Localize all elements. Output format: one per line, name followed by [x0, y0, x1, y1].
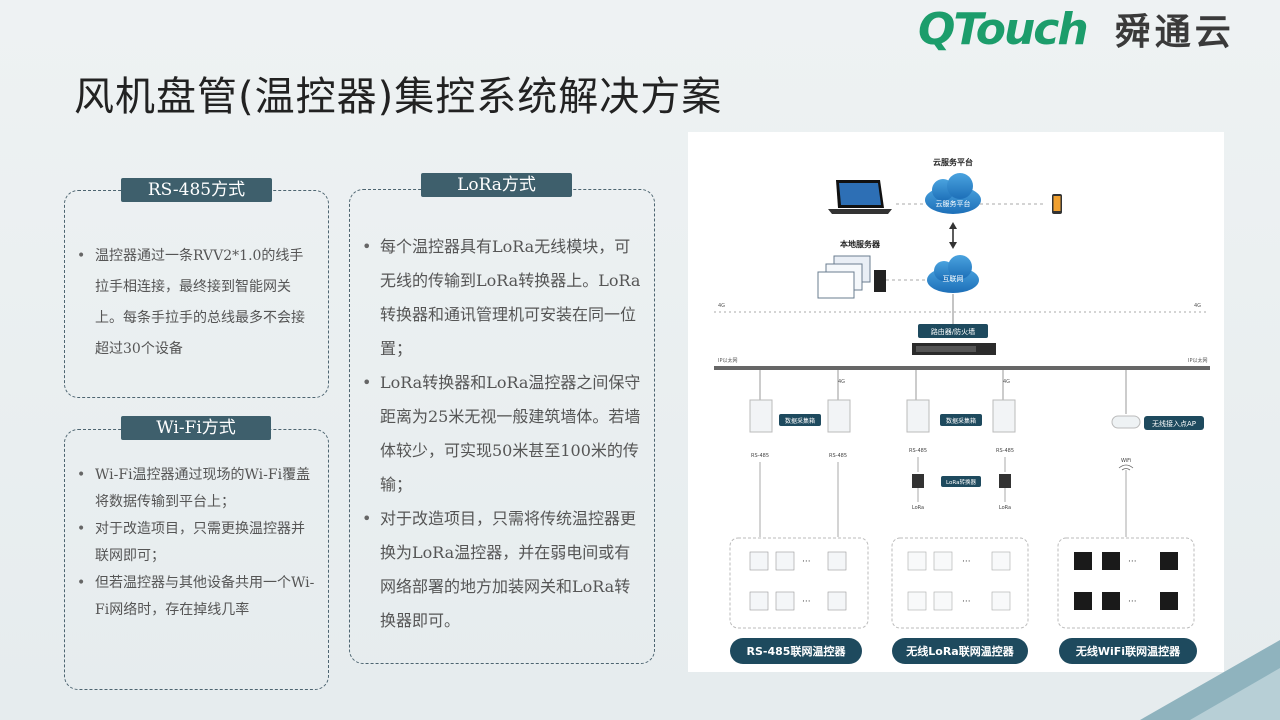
phone-icon: [1052, 194, 1062, 214]
router-switch-icon: [912, 343, 996, 355]
rs485-label: RS-485方式: [121, 178, 272, 202]
badge-4g: 4G: [838, 379, 845, 385]
device-lines: [759, 457, 1127, 537]
laptop-icon: [828, 180, 892, 214]
wifi-device-group: [1057, 537, 1195, 629]
lora-label: LoRa方式: [421, 173, 572, 197]
local-server-label: 本地服务器: [839, 239, 881, 249]
ap-badge: [1144, 416, 1204, 430]
badge-4g: 4G: [1003, 379, 1010, 385]
architecture-diagram: 云服务平台 云服务平台 互联网 本地服务器: [688, 132, 1224, 672]
logo-text-cn: 舜通云: [1114, 12, 1235, 53]
lora-lines: [917, 488, 1006, 502]
ap-label: 无线接入点AP: [1152, 419, 1196, 428]
rs485-thermostat-label: RS-485联网温控器: [747, 644, 847, 658]
lora-bullet: 对于改造项目，只需将传统温控器更换为LoRa温控器，并在弱电间或有网络部署的地方…: [350, 502, 642, 638]
wifi-bullet: 对于改造项目，只需更换温控器并联网即可；: [65, 516, 316, 570]
wifi-thermostat-badge: [1059, 638, 1197, 664]
wireless-ap-icon: [1111, 415, 1141, 429]
rs485-thermostat-badge: [730, 638, 862, 664]
rs485-tag: RS-485: [909, 448, 927, 454]
router-label: 路由器/防火墙: [931, 327, 975, 336]
ellipsis-text: ···: [962, 557, 971, 567]
lora-tag: LoRa: [912, 505, 924, 511]
rs485-bullet-list: 温控器通过一条RVV2*1.0的线手拉手相连接，最终接到智能网关上。每条手拉手的…: [65, 241, 314, 365]
rs485-tag: RS-485: [751, 453, 769, 459]
wifi-panel: Wi-Fi温控器通过现场的Wi-Fi覆盖将数据传输到平台上； 对于改造项目，只需…: [64, 429, 329, 690]
wifi-tag: WiFi: [1121, 458, 1131, 464]
ellipsis-text: ···: [802, 597, 811, 607]
lan-right-label: IP以太网: [1188, 357, 1208, 364]
lora-bullet: 每个温控器具有LoRa无线模块，可无线的传输到LoRa转换器上。LoRa转换器和…: [350, 230, 642, 366]
collector-cabinets: [749, 399, 1016, 433]
lora-converter-icon: [912, 474, 1011, 488]
wifi-bullet: 但若温控器与其他设备共用一个Wi-Fi网络时，存在掉线几率: [65, 570, 316, 624]
ellipsis-text: ···: [1128, 597, 1137, 607]
ellipsis-text: ···: [1128, 557, 1137, 567]
wifi-thermostat-label: 无线WiFi联网温控器: [1075, 644, 1181, 658]
lora-converter-badge: [941, 476, 981, 487]
logo-text-en: QTouch: [918, 3, 1089, 55]
wifi-signal-icon: [1118, 464, 1134, 471]
collect-box-label: 数据采集箱: [946, 417, 976, 425]
rs485-tag: RS-485: [996, 448, 1014, 454]
internet-label: 互联网: [943, 274, 964, 283]
rs485-bullet: 温控器通过一条RVV2*1.0的线手拉手相连接，最终接到智能网关上。每条手拉手的…: [65, 241, 314, 365]
cloud-platform-icon: [925, 173, 981, 214]
wifi-bullet: Wi-Fi温控器通过现场的Wi-Fi覆盖将数据传输到平台上；: [65, 462, 316, 516]
lora-device-group: [891, 537, 1029, 629]
wifi-bullet-list: Wi-Fi温控器通过现场的Wi-Fi覆盖将数据传输到平台上； 对于改造项目，只需…: [65, 462, 316, 624]
lora-bullet: LoRa转换器和LoRa温控器之间保守距离为25米无视一般建筑墙体。若墙体较少，…: [350, 366, 642, 502]
brand-logo: QTouch 舜通云: [918, 3, 1235, 55]
cloud-title: 云服务平台: [933, 157, 973, 167]
collect-box-badge: [940, 414, 982, 426]
collect-box-label: 数据采集箱: [785, 417, 815, 425]
lan-left-label: IP以太网: [718, 357, 738, 364]
ellipsis-text: ···: [802, 557, 811, 567]
local-server-icon: [817, 255, 886, 299]
collect-box-badge: [779, 414, 821, 426]
rs485-device-group: [729, 537, 869, 629]
wifi-label: Wi-Fi方式: [121, 416, 271, 440]
lora-thermostat-badge: [892, 638, 1028, 664]
badge-4g: 4G: [1194, 303, 1201, 309]
corner-decoration-light: [1190, 668, 1280, 720]
cloud-label: 云服务平台: [936, 199, 971, 208]
lora-thermostats: [907, 551, 1011, 611]
lora-converter-label: LoRa转换器: [946, 478, 976, 486]
ellipsis-text: ···: [962, 597, 971, 607]
rs485-tag: RS-485: [829, 453, 847, 459]
internet-cloud-icon: [927, 255, 979, 293]
drop-lines: [759, 370, 1127, 414]
page-title: 风机盘管(温控器)集控系统解决方案: [74, 74, 723, 120]
lora-bullet-list: 每个温控器具有LoRa无线模块，可无线的传输到LoRa转换器上。LoRa转换器和…: [350, 230, 642, 638]
lora-tag: LoRa: [999, 505, 1011, 511]
sync-arrow-icon: [949, 222, 957, 249]
lora-thermostat-label: 无线LoRa联网温控器: [905, 644, 1014, 658]
router-badge: [918, 324, 988, 338]
lan-bus: [714, 366, 1210, 370]
lora-panel: 每个温控器具有LoRa无线模块，可无线的传输到LoRa转换器上。LoRa转换器和…: [349, 189, 655, 664]
rs485-thermostats: [749, 551, 847, 611]
rs485-panel: 温控器通过一条RVV2*1.0的线手拉手相连接，最终接到智能网关上。每条手拉手的…: [64, 190, 329, 398]
diagram-svg: 云服务平台 云服务平台 互联网 本地服务器: [714, 157, 1210, 664]
wifi-thermostats: [1074, 552, 1178, 610]
badge-4g: 4G: [718, 303, 725, 309]
